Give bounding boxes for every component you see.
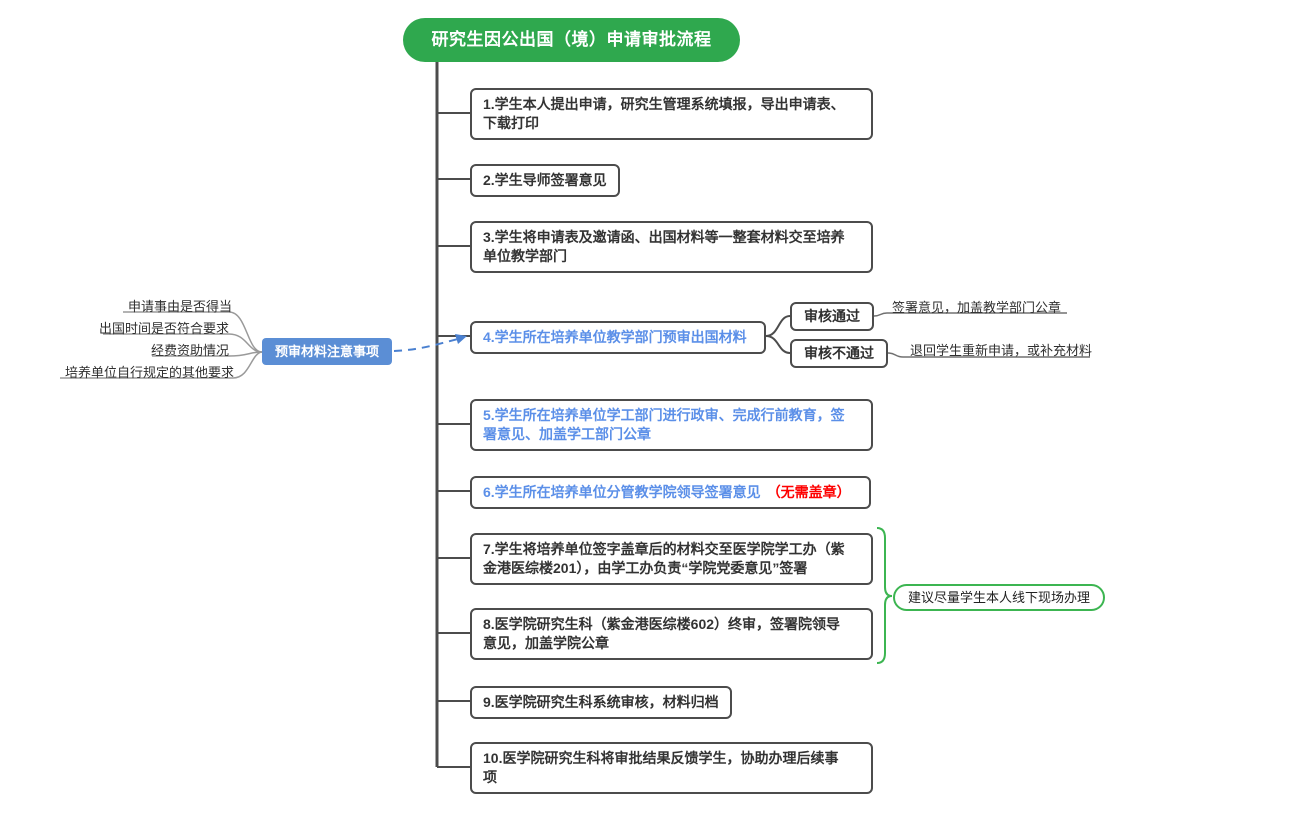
review-pass-result[interactable]: 签署意见，加盖教学部门公章 [892, 300, 1062, 315]
root-topic[interactable]: 研究生因公出国（境）申请审批流程 [403, 18, 740, 62]
review-pass-node[interactable]: 审核通过 [790, 302, 874, 331]
step-7-node[interactable]: 7.学生将培养单位签字盖章后的材料交至医学院学工办（紫 金港医综楼201），由学… [470, 533, 873, 585]
step-10-node[interactable]: 10.医学院研究生科将审批结果反馈学生，协助办理后续事 项 [470, 742, 873, 794]
step-1-node[interactable]: 1.学生本人提出申请，研究生管理系统填报，导出申请表、 下载打印 [470, 88, 873, 140]
step-6-warning-text: （无需盖章） [766, 484, 851, 500]
review-fail-node[interactable]: 审核不通过 [790, 339, 888, 368]
precheck-item-2[interactable]: 出国时间是否符合要求 [98, 321, 229, 336]
precheck-item-4[interactable]: 培养单位自行规定的其他要求 [64, 365, 234, 380]
precheck-item-1[interactable]: 申请事由是否得当 [127, 299, 232, 314]
note-brace [876, 527, 893, 664]
step-6-text: 6.学生所在培养单位分管教学院领导签署意见 [483, 484, 761, 500]
step-5-node[interactable]: 5.学生所在培养单位学工部门进行政审、完成行前教育，签 署意见、加盖学工部门公章 [470, 399, 873, 451]
relationship-arrow [393, 334, 467, 352]
step-3-node[interactable]: 3.学生将申请表及邀请函、出国材料等一整套材料交至培养 单位教学部门 [470, 221, 873, 273]
step-6-node[interactable]: 6.学生所在培养单位分管教学院领导签署意见 （无需盖章） [470, 476, 871, 509]
branch-lines [437, 112, 470, 768]
review-fail-result[interactable]: 退回学生重新申请，或补充材料 [910, 343, 1093, 358]
step-4-node[interactable]: 4.学生所在培养单位教学部门预审出国材料 [470, 321, 766, 354]
note-pill[interactable]: 建议尽量学生本人线下现场办理 [893, 584, 1106, 611]
step-8-node[interactable]: 8.医学院研究生科（紫金港医综楼602）终审，签署院领导 意见，加盖学院公章 [470, 608, 873, 660]
precheck-topic[interactable]: 预审材料注意事项 [262, 338, 392, 365]
step-9-node[interactable]: 9.医学院研究生科系统审核，材料归档 [470, 686, 732, 719]
precheck-item-3[interactable]: 经费资助情况 [150, 343, 229, 358]
step-2-node[interactable]: 2.学生导师签署意见 [470, 164, 620, 197]
decision-split-lines [765, 315, 791, 354]
